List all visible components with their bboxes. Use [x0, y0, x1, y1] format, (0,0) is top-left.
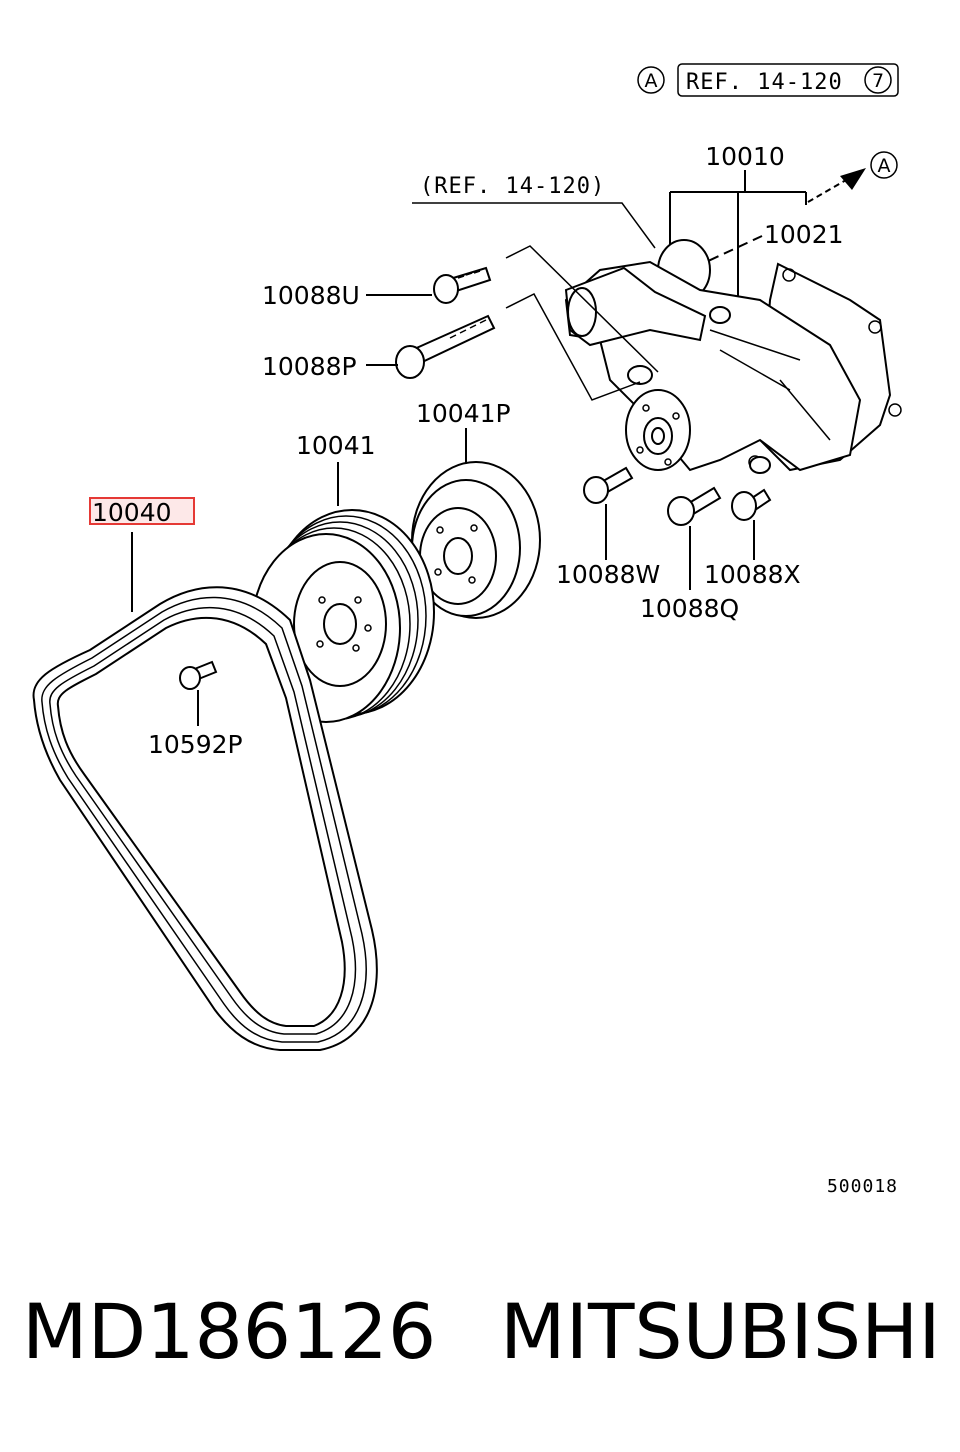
- callout-10592P[interactable]: 10592P: [148, 730, 243, 759]
- callout-10041P[interactable]: 10041P: [416, 399, 511, 428]
- callout-10021[interactable]: 10021: [764, 220, 844, 249]
- bolt-10088q[interactable]: [667, 486, 722, 526]
- arrow-dash: [807, 179, 847, 203]
- ref-frame: [677, 63, 899, 97]
- bolt-10088x[interactable]: [731, 488, 772, 521]
- callout-10040[interactable]: 10040: [92, 498, 172, 527]
- parts-diagram: A REF. 14-120 7 A (REF. 14-120) 10010 10…: [32, 63, 902, 1197]
- callout-10041[interactable]: 10041: [296, 431, 376, 460]
- bolt-head: [667, 496, 695, 526]
- bolt-10088u[interactable]: [433, 266, 492, 304]
- part-number: MD186126: [22, 1287, 437, 1376]
- product-footer: MD186126 MITSUBISHI: [0, 1282, 960, 1392]
- bolt-head: [433, 274, 459, 304]
- arrow-circle-a: [870, 151, 898, 179]
- ref-circle-number-text: 7: [872, 70, 884, 92]
- brand-name: MITSUBISHI: [500, 1287, 941, 1376]
- ref-box-top[interactable]: A REF. 14-120 7: [637, 63, 899, 97]
- callout-10088P[interactable]: 10088P: [262, 352, 357, 381]
- bolt-head: [731, 491, 757, 521]
- callout-10040-highlight: [89, 497, 195, 525]
- ref-circle-a: [637, 66, 665, 94]
- arrow-circle-a-letter: A: [878, 155, 891, 177]
- ref-circle-a-letter: A: [645, 70, 658, 92]
- water-pump[interactable]: [564, 239, 902, 474]
- ref-inline-text: (REF. 14-120): [420, 174, 605, 199]
- ref-text: REF. 14-120: [686, 70, 843, 95]
- bolt-10088p[interactable]: [395, 314, 496, 379]
- callout-10010[interactable]: 10010: [705, 142, 785, 171]
- ref-circle-number: [864, 66, 892, 94]
- bolt-10088w[interactable]: [583, 466, 634, 504]
- callout-10088W[interactable]: 10088W: [556, 560, 660, 589]
- arrow-head-icon: [840, 168, 866, 190]
- diagram-number: 500018: [827, 1176, 898, 1197]
- pulley-10041p[interactable]: [411, 461, 541, 619]
- callout-10088U[interactable]: 10088U: [262, 281, 360, 310]
- bolt-head: [179, 666, 201, 690]
- bolt-head: [583, 476, 609, 504]
- callout-10088X[interactable]: 10088X: [704, 560, 801, 589]
- drive-belt-10040[interactable]: [32, 586, 378, 1051]
- arrow-to-a[interactable]: A: [807, 151, 898, 203]
- bolt-head: [395, 345, 425, 379]
- bolt-10592p[interactable]: [179, 660, 218, 690]
- callout-10088Q[interactable]: 10088Q: [640, 594, 739, 623]
- ref-inline-leader: [412, 202, 656, 249]
